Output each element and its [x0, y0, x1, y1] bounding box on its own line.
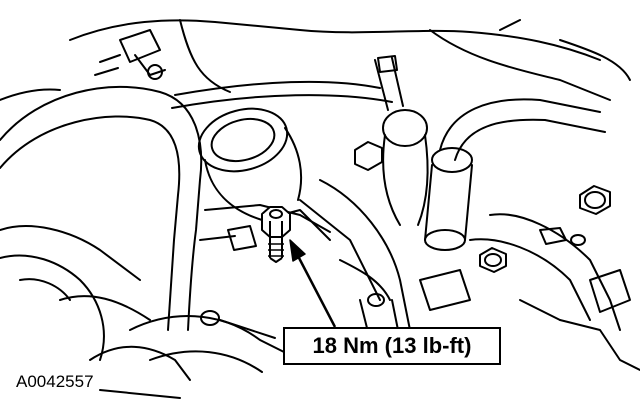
ignition-tubes [374, 55, 606, 251]
bolt-heads [354, 141, 611, 273]
torque-callout: 18 Nm (13 lb-ft) [283, 327, 501, 365]
fastener-bolt-icon [261, 206, 291, 263]
connector-upper-left [94, 29, 166, 80]
figure-id: A0042557 [16, 372, 94, 391]
left-hose [0, 85, 203, 381]
callout-arrow-icon [289, 239, 337, 328]
engine-cover-outline [69, 19, 631, 109]
torque-spec-label: 18 Nm (13 lb-ft) [312, 333, 472, 358]
lower-housing [0, 254, 301, 399]
mounting-bracket [469, 213, 640, 371]
filler-neck [197, 107, 331, 241]
